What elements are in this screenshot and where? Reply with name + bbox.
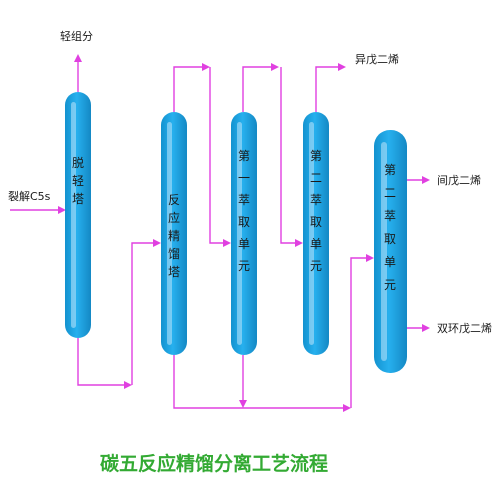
column-third-extraction-label: 第 二 萃 取 单 元 [384, 163, 396, 292]
arrow-isoprene [338, 63, 346, 71]
line-col3-feed [209, 67, 225, 244]
line-col4-feed [280, 67, 297, 244]
diagram-title: 碳五反应精馏分离工艺流程 [100, 452, 328, 475]
column-first-extraction-label: 第 一 萃 取 单 元 [238, 149, 250, 273]
col5-char: 二 [384, 186, 396, 200]
flow-lines [10, 54, 430, 412]
col5-char: 单 [384, 255, 396, 269]
col2-char: 馏 [168, 247, 180, 261]
arrow-col3-bottoms [239, 400, 247, 408]
col4-char: 第 [310, 149, 322, 163]
column-second-extraction: 第 二 萃 取 单 元 [303, 112, 329, 355]
column-reactive-distillation: 反 应 精 馏 塔 [161, 112, 187, 355]
col3-char: 一 [238, 171, 250, 185]
col3-char: 单 [238, 237, 250, 251]
col4-char: 元 [310, 259, 322, 273]
column-light-removal-label: 脱 轻 塔 [72, 155, 84, 206]
col2-char: 反 [168, 193, 180, 207]
col3-char: 元 [238, 259, 250, 273]
col4-char: 单 [310, 237, 322, 251]
line-col2-top [173, 66, 204, 112]
col1-char: 脱 [72, 155, 84, 170]
column-third-extraction: 第 二 萃 取 单 元 [374, 130, 407, 373]
line-col3-top [242, 66, 273, 112]
label-isoprene: 异戊二烯 [355, 53, 399, 66]
col4-char: 二 [310, 171, 322, 185]
arrow-col2-feed [153, 239, 161, 247]
line-isoprene [315, 66, 340, 112]
label-light-fraction: 轻组分 [60, 29, 93, 43]
col3-char: 取 [238, 215, 250, 229]
column-second-extraction-label: 第 二 萃 取 单 元 [310, 149, 322, 273]
col2-char: 塔 [168, 265, 180, 279]
arrow-light-fraction [74, 54, 82, 62]
label-cracked-c5: 裂解C5s [8, 189, 51, 203]
label-dcpd: 双环戊二烯 [437, 322, 492, 335]
arrow-c5-feed [58, 206, 66, 214]
column-reactive-distillation-label: 反 应 精 馏 塔 [168, 193, 180, 279]
col3-char: 萃 [238, 193, 250, 207]
col2-char: 精 [168, 229, 180, 243]
col4-char: 萃 [310, 193, 322, 207]
arrow-col1-to-col2 [124, 381, 132, 389]
col2-char: 应 [168, 210, 180, 225]
arrow-col2-bottoms [343, 404, 351, 412]
col1-char: 轻 [72, 174, 84, 188]
arrow-piperylene [422, 176, 430, 184]
col3-char: 第 [238, 149, 250, 163]
col5-char: 元 [384, 278, 396, 292]
arrow-col4-feed [295, 239, 303, 247]
column-first-extraction: 第 一 萃 取 单 元 [231, 112, 257, 355]
col5-char: 第 [384, 163, 396, 177]
arrow-dcpd [422, 324, 430, 332]
line-col1-to-col2 [77, 338, 126, 386]
arrow-col3-top [271, 63, 279, 71]
line-col5-feed [350, 257, 368, 408]
line-col2-bottoms [173, 355, 345, 409]
arrow-col2-top [202, 63, 210, 71]
arrow-col5-feed [366, 254, 374, 262]
col5-char: 萃 [384, 209, 396, 223]
col5-char: 取 [384, 232, 396, 246]
line-col2-feed [131, 242, 155, 385]
arrow-col3-feed [223, 239, 231, 247]
col4-char: 取 [310, 215, 322, 229]
label-piperylene: 间戊二烯 [437, 174, 481, 187]
col1-char: 塔 [72, 192, 84, 206]
column-light-removal: 脱 轻 塔 [65, 92, 91, 338]
